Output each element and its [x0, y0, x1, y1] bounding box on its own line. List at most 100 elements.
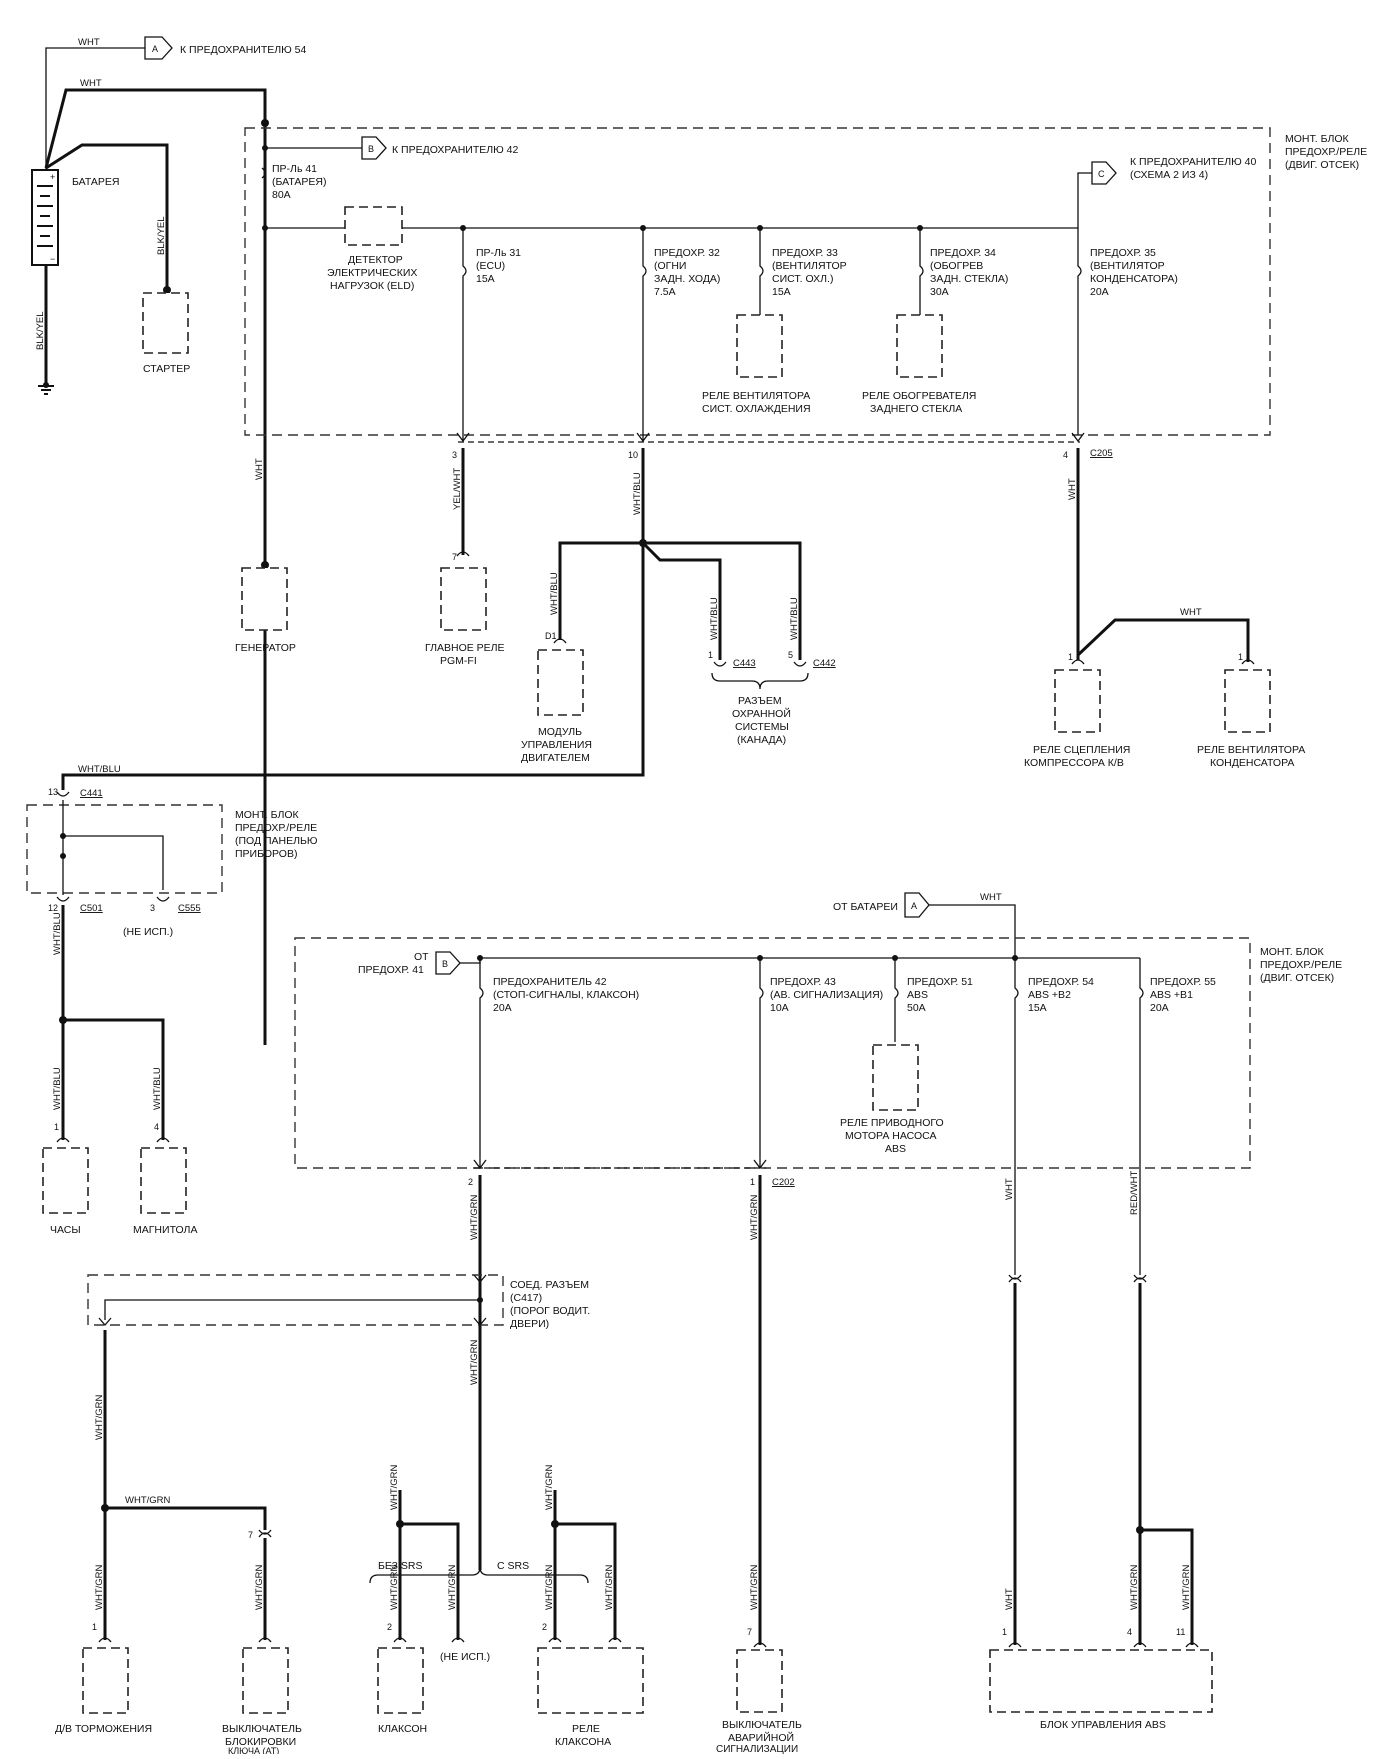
fuse43-label-1: ПРЕДОХР. 43	[770, 976, 836, 988]
wire-label: RED/WHT	[1129, 1170, 1140, 1215]
c202-label: C202	[772, 1177, 795, 1188]
starter-label: СТАРТЕР	[143, 363, 190, 375]
dash-box-label-2: ПРЕДОХР./РЕЛЕ	[235, 822, 317, 834]
wire-label: WHT/BLU	[709, 597, 720, 640]
not-used-label: (НЕ ИСП.)	[123, 926, 173, 938]
svg-text:−: −	[50, 254, 55, 264]
fuse51-label-3: 50A	[907, 1002, 926, 1014]
horn-label: КЛАКСОН	[378, 1723, 427, 1735]
alarm-label-3: СИСТЕМЫ	[735, 721, 789, 733]
wire-label: WHT/GRN	[94, 1564, 105, 1610]
pin-label: 7	[248, 1530, 253, 1540]
pin-label: 4	[1063, 450, 1068, 460]
abs-pump-relay-box	[872, 1044, 919, 1111]
hazard-label-3: СИГНАЛИЗАЦИИ	[716, 1744, 798, 1754]
wire-label: WHT/GRN	[544, 1564, 555, 1610]
fuse54-label-3: 15A	[1028, 1002, 1047, 1014]
fuse42-label-1: ПРЕДОХРАНИТЕЛЬ 42	[493, 976, 607, 988]
wire-label: WHT/GRN	[389, 1464, 400, 1510]
generator-box	[241, 567, 288, 631]
ecm-label-1: МОДУЛЬ	[538, 726, 582, 738]
alarm-label-1: РАЗЪЕМ	[738, 695, 782, 707]
ac-relay-label-2: КОМПРЕССОРА К/В	[1024, 757, 1124, 769]
cond-relay-label-1: РЕЛЕ ВЕНТИЛЯТОРА	[1197, 744, 1305, 756]
fuse34-label-2: (ОБОГРЕВ	[930, 260, 983, 272]
dash-box-label-1: МОНТ. БЛОК	[235, 809, 300, 821]
pin-label: 1	[54, 1122, 59, 1132]
ac-relay-label-1: РЕЛЕ СЦЕПЛЕНИЯ	[1033, 744, 1130, 756]
brake-switch-label: Д/В ТОРМОЖЕНИЯ	[55, 1723, 152, 1735]
wire-label: WHT	[1067, 478, 1078, 500]
defrost-relay-label-1: РЕЛЕ ОБОГРЕВАТЕЛЯ	[862, 390, 976, 402]
c501-label: C501	[80, 903, 103, 914]
fuse42-label-2: (СТОП-СИГНАЛЫ, КЛАКСОН)	[493, 989, 639, 1001]
ecm-label-3: ДВИГАТЕЛЕМ	[521, 752, 590, 764]
pin-label: 12	[48, 903, 58, 913]
fuse55-label-2: ABS +B1	[1150, 989, 1193, 1001]
pin-label: 4	[1127, 1627, 1132, 1637]
pin-label: 7	[747, 1627, 752, 1637]
wire-label: WHT/BLU	[549, 572, 560, 615]
defrost-relay-label-2: ЗАДНЕГО СТЕКЛА	[870, 403, 962, 415]
fuse35-label-4: 20A	[1090, 286, 1109, 298]
pin-label: 1	[750, 1177, 755, 1187]
fuse43-label-2: (АВ. СИГНАЛИЗАЦИЯ)	[770, 989, 883, 1001]
flag-b-icon: B	[361, 136, 387, 160]
hazard-switch-box	[736, 1649, 783, 1713]
hazard-label-1: ВЫКЛЮЧАТЕЛЬ	[722, 1719, 802, 1731]
fuse33-label-3: СИСТ. ОХЛ.)	[772, 273, 833, 285]
eld-label-3: НАГРУЗОК (ELD)	[330, 280, 414, 292]
fuse34-label-1: ПРЕДОХР. 34	[930, 247, 996, 259]
abs-relay-label-1: РЕЛЕ ПРИВОДНОГО	[840, 1117, 944, 1129]
defrost-relay-box	[896, 314, 943, 378]
wire-label: WHT/GRN	[749, 1564, 760, 1610]
wire-label: WHT/GRN	[125, 1495, 171, 1506]
lower-box-label-3: (ДВИГ. ОТСЕК)	[1260, 972, 1334, 984]
main-relay-box	[440, 567, 487, 631]
pin-label: 4	[154, 1122, 159, 1132]
wire-label: WHT/GRN	[469, 1194, 480, 1240]
to-fuse40-label: К ПРЕДОХРАНИТЕЛЮ 40	[1130, 156, 1257, 168]
svg-text:B: B	[368, 144, 374, 154]
wire-label: WHT/GRN	[389, 1564, 400, 1610]
fuse41-label-2: (БАТАРЕЯ)	[272, 176, 327, 188]
fuse54-label-1: ПРЕДОХР. 54	[1028, 976, 1094, 988]
cooling-fan-relay-label-2: СИСТ. ОХЛАЖДЕНИЯ	[702, 403, 811, 415]
abs-unit-box	[989, 1649, 1213, 1713]
horn-box	[377, 1647, 424, 1714]
fuse33-label-4: 15A	[772, 286, 791, 298]
wire-label: WHT	[1180, 607, 1202, 618]
pin-label: 1	[1068, 652, 1073, 662]
wire-label: WHT	[78, 37, 100, 48]
wire-label: WHT/BLU	[789, 597, 800, 640]
wire-label: WHT/BLU	[152, 1067, 163, 1110]
pin-label: 3	[150, 903, 155, 913]
fuse32-label-3: ЗАДН. ХОДА)	[654, 273, 720, 285]
pin-label: 1	[92, 1622, 97, 1632]
pin-label: 7	[452, 552, 457, 562]
fuse34-label-4: 30A	[930, 286, 949, 298]
clock-label: ЧАСЫ	[50, 1224, 81, 1236]
c417-label-1: СОЕД. РАЗЪЕМ	[510, 1279, 589, 1291]
pin-label: 1	[708, 650, 713, 660]
pin-label: D1	[545, 631, 557, 641]
pin-label: 3	[452, 450, 457, 460]
clock-box	[42, 1147, 89, 1214]
cooling-fan-relay-box	[736, 314, 783, 378]
horn-relay-label-2: КЛАКСОНА	[555, 1736, 611, 1748]
radio-label: МАГНИТОЛА	[133, 1224, 197, 1236]
flag-c-icon: C	[1091, 161, 1117, 185]
fuse35-label-1: ПРЕДОХР. 35	[1090, 247, 1156, 259]
alarm-label-4: (КАНАДА)	[737, 734, 786, 746]
condenser-fan-relay-box	[1224, 669, 1271, 733]
cond-relay-label-2: КОНДЕНСАТОРА	[1210, 757, 1294, 769]
with-srs-label: С SRS	[497, 1560, 529, 1572]
c417-connector-box	[87, 1274, 504, 1326]
from-fuse41-label-1: ОТ	[414, 951, 429, 963]
to-fuse40-sublabel: (СХЕМА 2 ИЗ 4)	[1130, 169, 1208, 181]
wire-label: WHT/GRN	[544, 1464, 555, 1510]
wire-label: WHT	[1004, 1178, 1015, 1200]
cooling-fan-relay-label-1: РЕЛЕ ВЕНТИЛЯТОРА	[702, 390, 810, 402]
key-switch-label-2: БЛОКИРОВКИ	[225, 1736, 296, 1748]
